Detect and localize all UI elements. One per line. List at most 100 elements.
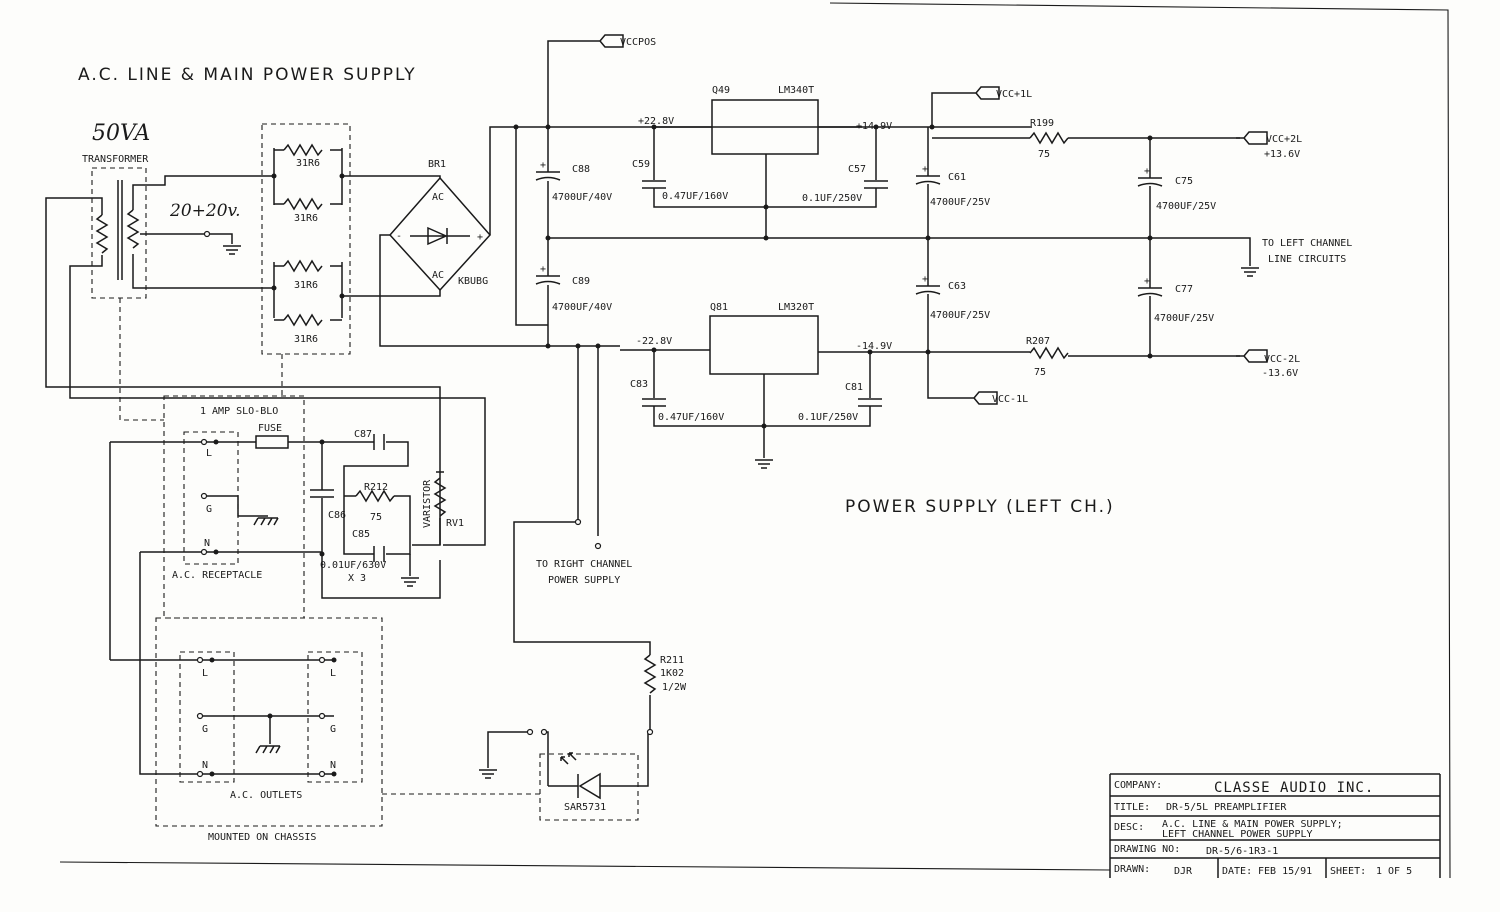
- title-block: COMPANY: CLASSE AUDIO INC. TITLE: DR-5/5…: [1109, 773, 1441, 878]
- vccpos-wire: [547, 40, 592, 127]
- svg-text:POWER SUPPLY: POWER SUPPLY: [548, 575, 620, 586]
- svg-text:G: G: [330, 724, 336, 735]
- svg-text:TITLE:: TITLE:: [1114, 802, 1150, 813]
- svg-text:DATE:: DATE:: [1222, 866, 1252, 877]
- svg-text:1 AMP SLO-BLO: 1 AMP SLO-BLO: [200, 406, 278, 417]
- svg-text:31R6: 31R6: [294, 334, 318, 345]
- handwritten-secondary-voltage: 20+20v.: [169, 201, 241, 221]
- svg-text:4700UF/25V: 4700UF/25V: [930, 197, 990, 208]
- svg-text:1/2W: 1/2W: [662, 682, 687, 693]
- page-bottom-rule: [59, 861, 1111, 871]
- svg-text:+13.6V: +13.6V: [1264, 149, 1300, 160]
- svg-text:BR1: BR1: [428, 159, 446, 170]
- svg-text:LEFT CHANNEL POWER SUPPLY: LEFT CHANNEL POWER SUPPLY: [1162, 829, 1313, 840]
- negative-output-stage: R207 75 VCC-2L -13.6V VCC-1L + + C63 4700…: [915, 238, 1300, 405]
- svg-text:COMPANY:: COMPANY:: [1114, 780, 1162, 791]
- svg-text:+: +: [922, 274, 928, 285]
- svg-text:4700UF/40V: 4700UF/40V: [552, 192, 612, 203]
- svg-text:-: -: [396, 231, 402, 242]
- svg-text:VCC-1L: VCC-1L: [992, 394, 1028, 405]
- regulator-q49-lm340t: Q49 LM340T +22.8V +14.9V C59 0.47UF/160V…: [632, 85, 932, 241]
- svg-text:G: G: [202, 724, 208, 735]
- svg-text:C61: C61: [948, 172, 966, 183]
- svg-text:C57: C57: [848, 164, 866, 175]
- svg-text:AC: AC: [432, 192, 444, 203]
- svg-text:VCC+2L: VCC+2L: [1266, 134, 1302, 145]
- svg-text:0.47UF/160V: 0.47UF/160V: [662, 191, 728, 202]
- svg-text:A.C. LINE & MAIN POWER SUPPLY;: A.C. LINE & MAIN POWER SUPPLY;: [1162, 819, 1343, 830]
- svg-text:R212: R212: [364, 482, 388, 493]
- svg-text:DRAWN:: DRAWN:: [1114, 864, 1150, 875]
- svg-text:MOUNTED ON CHASSIS: MOUNTED ON CHASSIS: [208, 832, 316, 843]
- svg-text:+22.8V: +22.8V: [638, 116, 674, 127]
- svg-text:+: +: [477, 232, 483, 243]
- svg-text:CLASSE AUDIO INC.: CLASSE AUDIO INC.: [1214, 780, 1374, 796]
- svg-text:C77: C77: [1175, 284, 1193, 295]
- svg-text:AC: AC: [432, 270, 444, 281]
- svg-text:75: 75: [1034, 367, 1046, 378]
- svg-text:Q81: Q81: [710, 302, 728, 313]
- svg-text:N: N: [204, 538, 210, 549]
- svg-text:1 OF 5: 1 OF 5: [1376, 866, 1412, 877]
- svg-text:X 3: X 3: [348, 573, 366, 584]
- svg-text:C63: C63: [948, 281, 966, 292]
- svg-text:Q49: Q49: [712, 85, 730, 96]
- svg-text:SHEET:: SHEET:: [1330, 866, 1366, 877]
- svg-text:+: +: [922, 164, 928, 175]
- svg-text:+: +: [1144, 276, 1150, 287]
- svg-text:0.1UF/250V: 0.1UF/250V: [802, 193, 862, 204]
- svg-text:R199: R199: [1030, 118, 1054, 129]
- svg-text:-13.6V: -13.6V: [1262, 368, 1298, 379]
- ac-receptacle: L G N A.C. RECEPTACLE: [109, 431, 322, 660]
- svg-text:N: N: [330, 760, 336, 771]
- svg-text:C75: C75: [1175, 176, 1193, 187]
- svg-text:31R6: 31R6: [296, 158, 320, 169]
- positive-output-stage: VCC+1L VCC+2L +13.6V R199 75 ++ C61 4700…: [915, 86, 1302, 241]
- ground-bus: [548, 237, 1251, 266]
- svg-text:C86: C86: [328, 510, 346, 521]
- svg-text:R207: R207: [1026, 336, 1050, 347]
- svg-text:1K02: 1K02: [660, 668, 684, 679]
- regulator-q81-lm320t: Q81 LM320T -22.8V -14.9V C83 0.47UF/160V…: [620, 302, 1030, 469]
- svg-text:C59: C59: [632, 159, 650, 170]
- svg-text:LM340T: LM340T: [778, 85, 814, 96]
- fuse-section: 1 AMP SLO-BLO FUSE C87 R212 75 C86 C85 0…: [163, 395, 464, 619]
- svg-text:DR-5/5L PREAMPLIFIER: DR-5/5L PREAMPLIFIER: [1166, 802, 1287, 813]
- svg-text:TRANSFORMER: TRANSFORMER: [82, 154, 149, 165]
- svg-text:A.C. OUTLETS: A.C. OUTLETS: [230, 790, 302, 801]
- svg-text:75: 75: [1038, 149, 1050, 160]
- svg-text:0.1UF/250V: 0.1UF/250V: [798, 412, 858, 423]
- svg-text:DJR: DJR: [1174, 866, 1193, 877]
- svg-text:C83: C83: [630, 379, 648, 390]
- svg-text:0.01UF/630V: 0.01UF/630V: [320, 560, 386, 571]
- svg-text:4700UF/25V: 4700UF/25V: [930, 310, 990, 321]
- svg-text:VCC-2L: VCC-2L: [1264, 354, 1300, 365]
- svg-text:C89: C89: [572, 276, 590, 287]
- svg-text:+: +: [540, 264, 546, 275]
- svg-text:L: L: [202, 668, 208, 679]
- svg-text:DR-5/6-1R3-1: DR-5/6-1R3-1: [1206, 846, 1278, 857]
- svg-text:31R6: 31R6: [294, 280, 318, 291]
- capacitors-c88-c89: ++ C88 4700UF/40V C89 4700UF/40V: [535, 127, 612, 349]
- svg-text:0.47UF/160V: 0.47UF/160V: [658, 412, 724, 423]
- page-border-top: [829, 2, 1451, 879]
- svg-text:C88: C88: [572, 164, 590, 175]
- svg-text:DRAWING NO:: DRAWING NO:: [1114, 844, 1180, 855]
- handwritten-50va: 50VA: [92, 121, 150, 146]
- svg-text:LM320T: LM320T: [778, 302, 814, 313]
- title-power-supply-left: POWER SUPPLY (LEFT CH.): [845, 497, 1115, 517]
- svg-text:-22.8V: -22.8V: [636, 336, 672, 347]
- svg-text:SAR5731: SAR5731: [564, 802, 606, 813]
- transformer: TRANSFORMER: [45, 154, 486, 546]
- svg-text:KBUBG: KBUBG: [458, 276, 488, 287]
- svg-text:TO RIGHT CHANNEL: TO RIGHT CHANNEL: [536, 559, 632, 570]
- svg-text:G: G: [206, 504, 212, 515]
- to-left-label-1: TO LEFT CHANNEL: [1262, 238, 1352, 249]
- title-ac-line: A.C. LINE & MAIN POWER SUPPLY: [78, 65, 417, 85]
- svg-text:C81: C81: [845, 382, 863, 393]
- svg-text:75: 75: [370, 512, 382, 523]
- svg-text:R211: R211: [660, 655, 684, 666]
- svg-text:RV1: RV1: [446, 518, 464, 529]
- svg-text:-14.9V: -14.9V: [856, 341, 892, 352]
